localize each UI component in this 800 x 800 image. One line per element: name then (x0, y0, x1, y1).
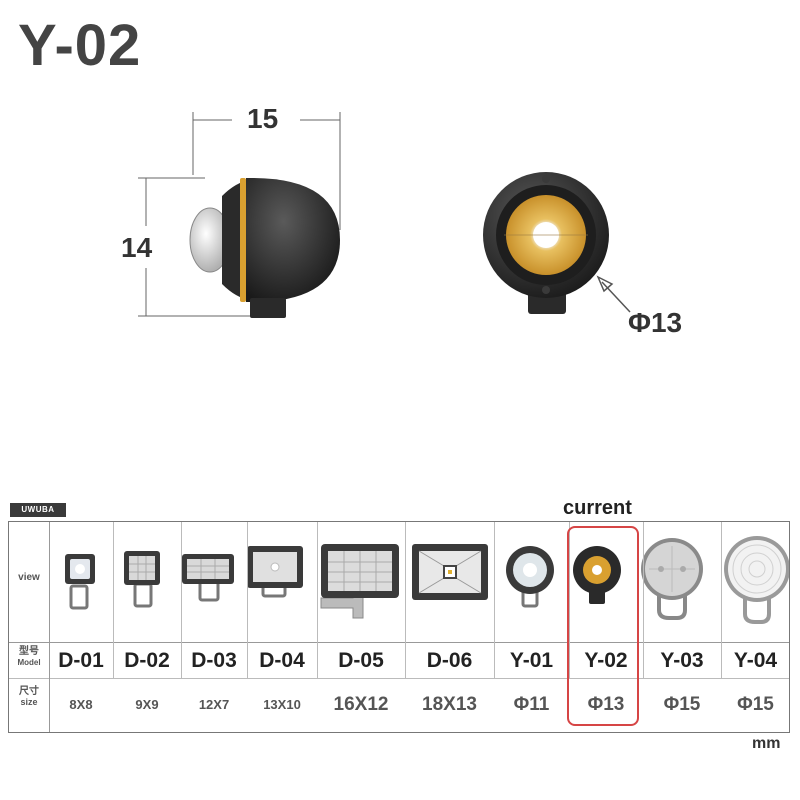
thumb-d06 (412, 544, 488, 600)
size-cell: 8X8 (69, 697, 93, 712)
size-cell: 9X9 (135, 697, 159, 712)
thumb-d02 (124, 551, 160, 608)
model-cell: D-04 (259, 649, 305, 672)
current-model-highlight (567, 526, 639, 726)
model-row-label: 型号 Model (17, 646, 41, 667)
size-cell: 16X12 (333, 694, 389, 715)
size-cell: 18X13 (422, 694, 477, 715)
diameter-dimension: Φ13 (628, 307, 683, 338)
brand-logo: UWUBA (10, 503, 66, 517)
model-comparison-table: view 型号 Model 尺寸 size (8, 521, 790, 733)
size-cell: Φ11 (513, 694, 550, 715)
product-drawing (138, 112, 631, 318)
model-cell: Y-02 (584, 649, 628, 672)
model-cell: D-02 (124, 649, 170, 672)
length-dimension: 15 (247, 103, 279, 134)
model-cell: D-05 (338, 649, 384, 672)
size-cell: Φ15 (663, 694, 701, 715)
model-cell: D-01 (58, 649, 104, 672)
size-cell: Φ15 (737, 694, 774, 715)
model-cell: Y-04 (733, 649, 778, 672)
view-row-label: view (18, 572, 40, 583)
current-label: current (563, 497, 632, 519)
model-cell: D-03 (191, 649, 237, 672)
thumb-d04 (247, 546, 303, 598)
size-cell: Φ13 (587, 694, 625, 715)
thumb-y03 (641, 538, 703, 620)
side-view-lamp (189, 177, 340, 318)
size-row-label: 尺寸 size (19, 686, 39, 707)
model-cell: Y-01 (509, 649, 554, 672)
thumb-d05 (320, 544, 399, 619)
thumb-d01 (65, 554, 95, 610)
height-dimension: 14 (121, 232, 153, 263)
view-thumbnails (65, 536, 789, 624)
page-title: Y-02 (18, 13, 142, 78)
thumb-y01 (506, 546, 554, 608)
model-cell: D-06 (426, 649, 473, 672)
thumb-y02 (573, 546, 621, 604)
size-cell: 13X10 (263, 697, 301, 712)
size-cell: 12X7 (198, 697, 230, 712)
model-cell: Y-03 (660, 649, 704, 672)
front-view-lamp (483, 172, 609, 314)
thumb-d03 (182, 554, 234, 602)
thumb-y04 (724, 536, 789, 624)
unit-label: mm (752, 735, 781, 752)
